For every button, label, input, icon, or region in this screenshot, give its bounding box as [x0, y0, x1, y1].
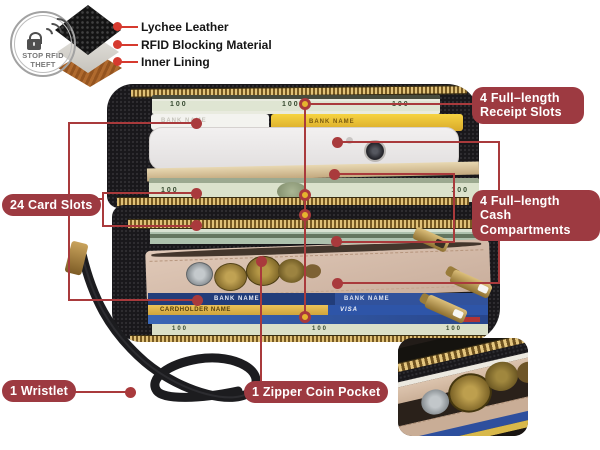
zipper-teeth	[130, 335, 486, 342]
bill-band	[152, 101, 440, 111]
stamp-text-line2: THEFT	[30, 60, 56, 69]
connector-dot	[191, 118, 202, 129]
cardholder-label: CARDHOLDER NAME	[160, 307, 231, 313]
bill-edge	[152, 95, 440, 99]
legend-dot	[113, 57, 122, 66]
card-slots-bracket	[102, 225, 194, 227]
connector-dot	[191, 188, 202, 199]
legend-item-rfid-material: RFID Blocking Material	[141, 38, 272, 52]
legend-item-lychee-leather: Lychee Leather	[141, 20, 229, 34]
connector-dot	[191, 220, 202, 231]
zoom-inset-panel	[398, 338, 528, 436]
card-detail-red	[458, 317, 480, 322]
connector-dot	[256, 256, 267, 267]
callout-card-slots: 24 Card Slots	[2, 194, 101, 217]
legend-dot	[113, 40, 122, 49]
bank-card-blue2	[148, 315, 488, 324]
connector-dot	[332, 278, 343, 289]
card-slots-bracket	[68, 299, 197, 301]
legend-line	[121, 61, 138, 63]
coin-bronze	[303, 263, 322, 279]
legend-item-inner-lining: Inner Lining	[141, 55, 210, 69]
wallet-top-half: 100 100 100 BANK NAME BANK NAME 100 100	[107, 84, 479, 208]
cash-bracket	[338, 241, 455, 243]
callout-cash-compartments: 4 Full–length Cash Compartments	[472, 190, 600, 242]
coin-pocket-connector-line	[260, 263, 262, 383]
connector-dot	[331, 236, 342, 247]
cash-bracket	[337, 173, 455, 175]
strap-clasp	[65, 241, 88, 276]
connector-dot	[299, 189, 311, 201]
connector-dot	[299, 209, 311, 221]
inset-rotated-content	[398, 338, 528, 436]
card-label: BANK NAME	[309, 119, 355, 125]
bill-edge	[150, 229, 482, 232]
bill-denomination: 100	[445, 326, 462, 332]
lock-keyhole	[33, 42, 35, 46]
strap-path	[77, 249, 261, 402]
strap-highlight	[81, 253, 254, 399]
card-label: BANK NAME	[344, 296, 390, 302]
bill-denomination: 100	[161, 187, 179, 194]
bill-band	[149, 178, 479, 183]
connector-dot	[299, 311, 311, 323]
zipper-pull-hole	[452, 308, 465, 320]
bank-card-white: BANK NAME	[151, 114, 269, 130]
stamp-text-line1: STOP RFID	[22, 51, 64, 60]
card-stripe-blue: VISA	[328, 305, 488, 315]
legend-line	[121, 44, 138, 46]
connector-dot	[332, 137, 343, 148]
card-label: BANK NAME	[161, 118, 207, 124]
cash-bill-teal	[150, 229, 482, 244]
bank-card-yellow: BANK NAME	[271, 114, 463, 131]
connector-dot	[125, 387, 136, 398]
phone-camera-lens	[364, 140, 386, 162]
bill-denomination: 100	[282, 101, 300, 108]
connector-dot	[329, 169, 340, 180]
wristlet-connector-line	[74, 391, 126, 393]
receipt-connector-line	[306, 103, 473, 105]
bill-denomination: 100	[172, 326, 189, 332]
callout-coin-pocket: 1 Zipper Coin Pocket	[244, 381, 389, 404]
bill-denomination: 100	[451, 187, 469, 194]
connector-dot	[299, 98, 311, 110]
bank-card-blue: BANK NAME BANK NAME	[148, 293, 488, 305]
rfid-protection-stamp: STOP RFID THEFT	[10, 11, 77, 77]
callout-receipt-slots: 4 Full–length Receipt Slots	[472, 87, 584, 124]
connector-dot	[192, 295, 203, 306]
bill-band	[150, 234, 482, 238]
lock-icon	[29, 32, 42, 44]
callout-wristlet: 1 Wristlet	[2, 380, 77, 403]
zipper-pull-hole	[434, 238, 447, 249]
bill-denomination: 100	[312, 326, 329, 332]
card-label: BANK NAME	[214, 296, 260, 302]
legend-line	[121, 26, 138, 28]
cash-bracket	[340, 141, 500, 143]
wristlet-strap	[65, 241, 261, 402]
visa-logo: VISA	[340, 307, 359, 313]
cash-bracket	[453, 173, 455, 243]
dollar-bill: 100 100 100	[152, 324, 488, 335]
card-slots-bracket	[102, 192, 104, 227]
legend-dot	[113, 22, 122, 31]
phone-camera-dot	[346, 137, 353, 144]
cash-bracket	[340, 282, 500, 284]
card-row: CARDHOLDER NAME VISA	[148, 305, 488, 315]
card-slots-bracket	[68, 122, 197, 124]
card-stripe-yellow: CARDHOLDER NAME	[148, 305, 328, 315]
bill-denomination: 100	[170, 101, 188, 108]
card-slots-bracket	[102, 192, 194, 194]
zipper-pull-hole	[477, 283, 490, 295]
